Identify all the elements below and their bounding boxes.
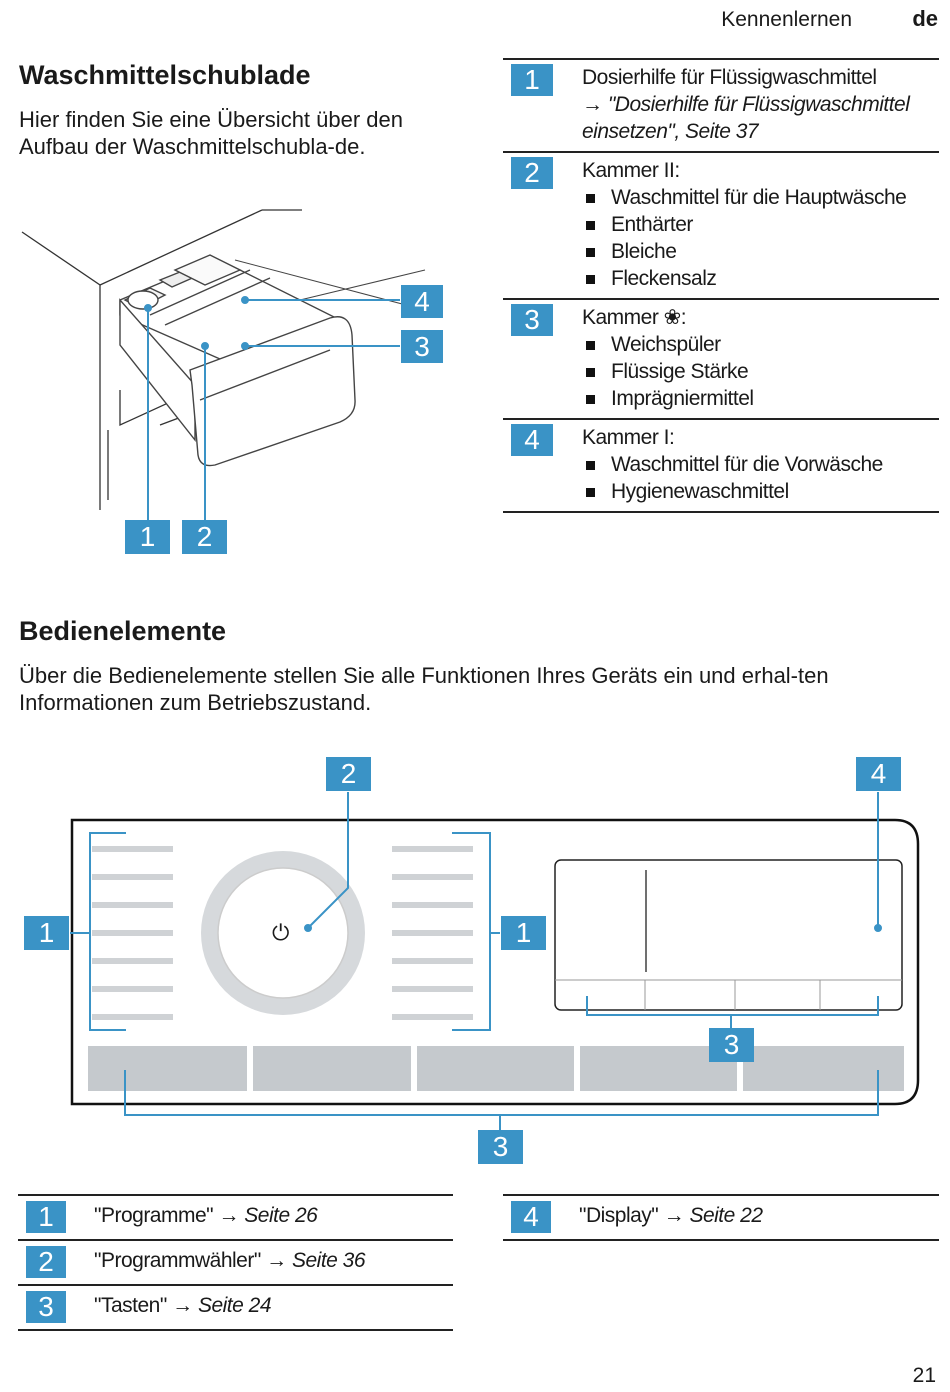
legend-num-3: 3: [511, 304, 553, 336]
control-panel-illustration: [70, 792, 920, 1130]
controls-callout-2: 2: [326, 757, 371, 791]
drawer-body: [119, 254, 426, 467]
legend-page-link[interactable]: Seite 22: [689, 1204, 763, 1227]
display-frame: [554, 859, 903, 1011]
legend-num-4: 4: [511, 424, 553, 456]
bullet-item: Bleiche: [582, 238, 939, 265]
drawer-legend-table: 1 Dosierhilfe für Flüssigwaschmittel → "…: [503, 58, 939, 513]
program-knob-inner: [217, 867, 349, 999]
legend-text: Kammer II:: [582, 159, 680, 182]
legend-page-link[interactable]: Seite 36: [291, 1249, 366, 1272]
drawer-callout-4: 4: [401, 285, 443, 318]
controls-callout-1-left: 1: [24, 916, 69, 950]
bottom-buttons: [88, 1046, 904, 1091]
bullet-item: Fleckensalz: [582, 265, 939, 292]
legend-row: 2 Kammer II: Waschmittel für die Hauptwä…: [503, 151, 939, 298]
bullet-item: Waschmittel für die Hauptwäsche: [582, 184, 939, 211]
drawer-leader-lines: [144, 296, 400, 520]
legend-num-1: 1: [511, 64, 553, 96]
program-lines-left: [92, 846, 173, 1020]
legend-label: "Programmwähler" →: [94, 1249, 292, 1272]
legend-text: Dosierhilfe für Flüssigwaschmittel: [582, 66, 877, 89]
legend-reference: → "Dosierhilfe für Flüssigwaschmittel ei…: [582, 93, 910, 143]
legend-page-link[interactable]: Seite 26: [244, 1204, 318, 1227]
language-code: de: [912, 6, 938, 31]
legend-label: "Display" →: [579, 1204, 690, 1227]
legend-num-1: 1: [26, 1201, 66, 1233]
drawer-callout-1: 1: [125, 520, 170, 554]
legend-page-link[interactable]: Seite 24: [197, 1294, 272, 1317]
controls-legend-left: 1 "Programme" → Seite 26 2 "Programmwähl…: [18, 1194, 453, 1331]
controls-legend-right: 4 "Display" → Seite 22: [503, 1194, 939, 1241]
legend-label: "Programme" →: [94, 1204, 245, 1227]
legend-text: Kammer I:: [582, 426, 675, 449]
power-icon: ⏻: [272, 920, 290, 945]
legend-row: 3 "Tasten" → Seite 24: [18, 1284, 453, 1331]
bullet-item: Flüssige Stärke: [582, 358, 939, 385]
legend-row: 1 Dosierhilfe für Flüssigwaschmittel → "…: [503, 58, 939, 151]
controls-heading: Bedienelemente: [19, 616, 227, 646]
legend-num-4: 4: [511, 1201, 551, 1233]
drawer-illustration: [21, 209, 426, 520]
bullet-item: Hygienewaschmittel: [582, 478, 939, 505]
bullet-item: Waschmittel für die Vorwäsche: [582, 451, 939, 478]
program-lines-right: [392, 846, 473, 1020]
controls-callout-3-display: 3: [709, 1028, 754, 1062]
panel-outline: [70, 818, 920, 1106]
bullet-item: Enthärter: [582, 211, 939, 238]
legend-row: 3 Kammer ❀: Weichspüler Flüssige Stärke …: [503, 298, 939, 418]
legend-num-3: 3: [26, 1291, 66, 1323]
drawer-callout-2: 2: [182, 520, 227, 554]
legend-row: 1 "Programme" → Seite 26: [18, 1194, 453, 1239]
section-title: Kennenlernen: [721, 8, 852, 31]
controls-intro: Über die Bedienelemente stellen Sie alle…: [19, 663, 829, 715]
legend-text: Kammer ❀:: [582, 306, 687, 329]
drawer-heading: Waschmittelschublade: [19, 60, 311, 90]
drawer-callout-3: 3: [401, 330, 443, 363]
controls-callout-3-buttons: 3: [478, 1130, 523, 1164]
bullet-item: Weichspüler: [582, 331, 939, 358]
controls-callout-1-right: 1: [501, 916, 546, 950]
legend-num-2: 2: [511, 157, 553, 189]
drawer-intro: Hier finden Sie eine Übersicht über den …: [19, 107, 404, 159]
legend-row: 2 "Programmwähler" → Seite 36: [18, 1239, 453, 1284]
controls-callout-4: 4: [856, 757, 901, 791]
bullet-item: Imprägniermittel: [582, 385, 939, 412]
legend-num-2: 2: [26, 1246, 66, 1278]
legend-row: 4 "Display" → Seite 22: [503, 1194, 939, 1241]
controls-leader-lines: [124, 792, 882, 1130]
legend-label: "Tasten" →: [94, 1294, 198, 1317]
page-number: 21: [912, 1364, 936, 1387]
legend-row: 4 Kammer I: Waschmittel für die Vorwäsch…: [503, 418, 939, 513]
